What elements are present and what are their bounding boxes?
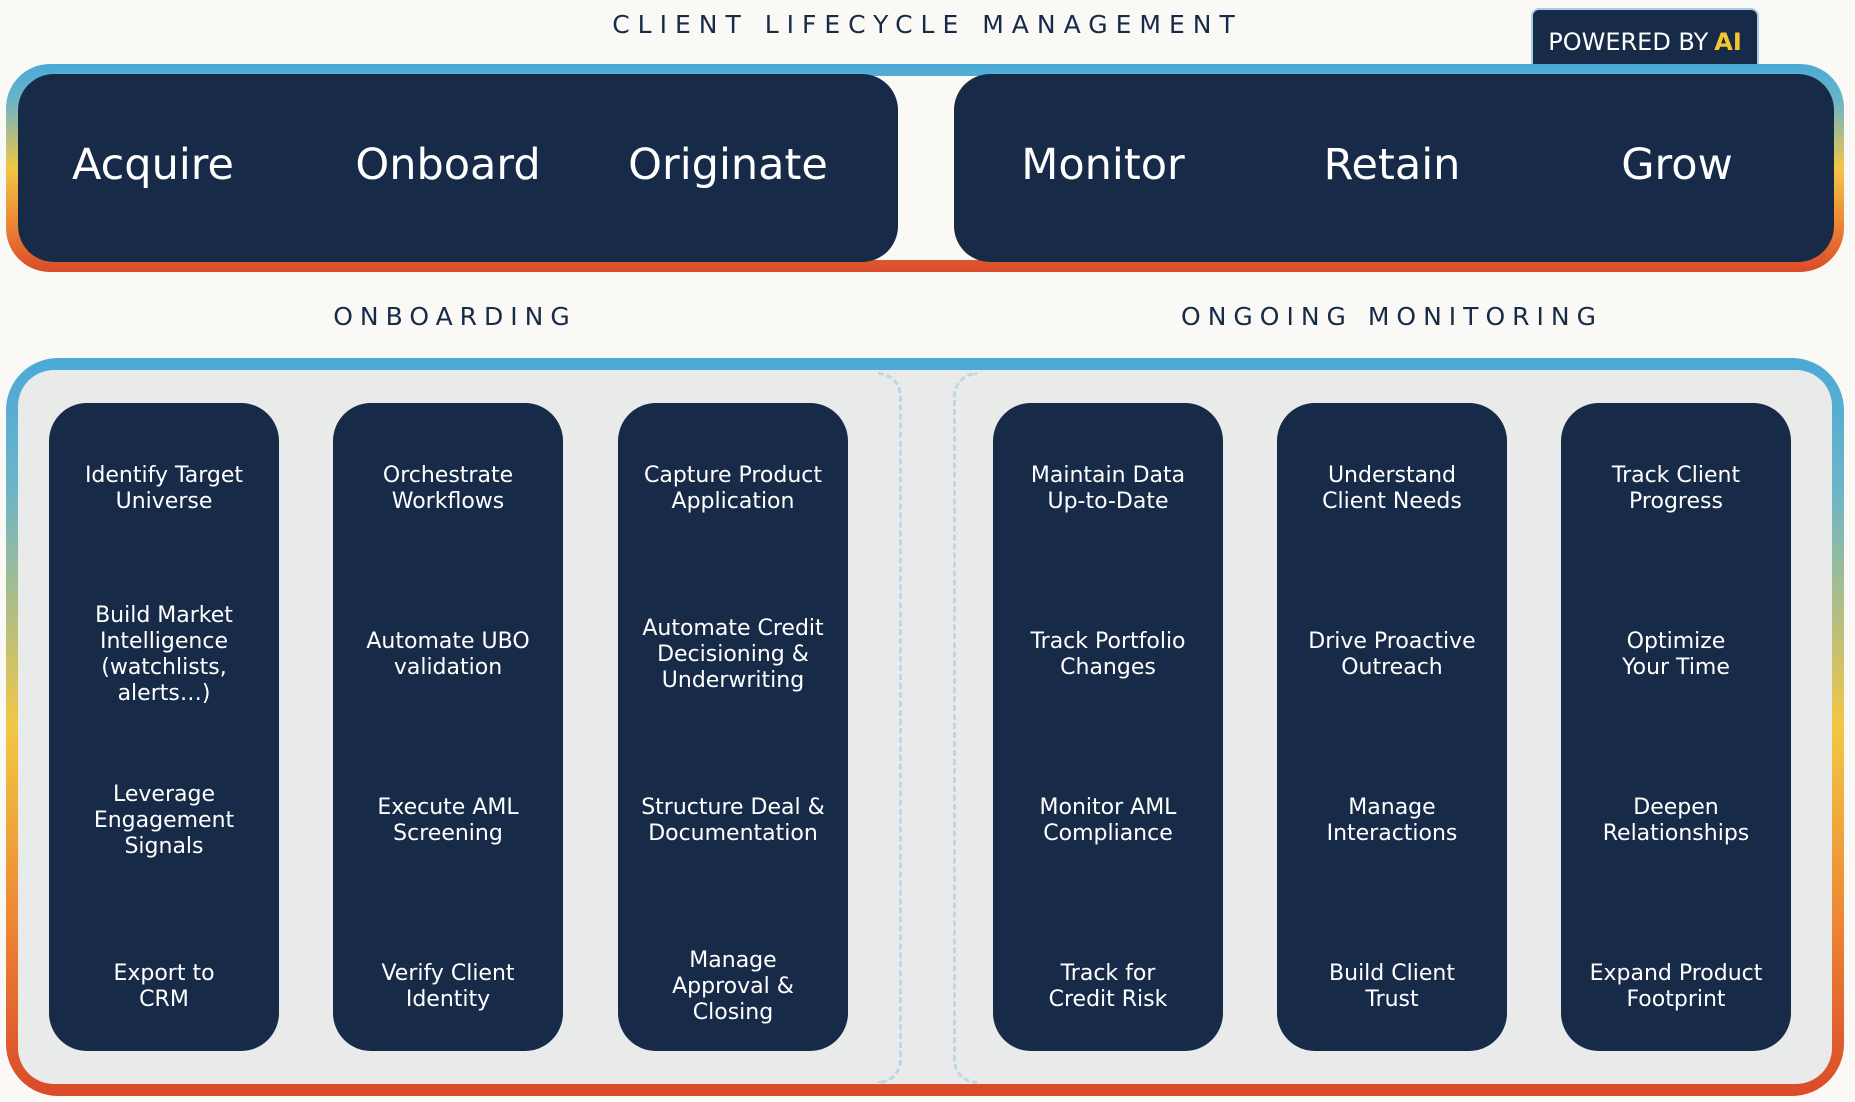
stage-monitor: Monitor: [1021, 140, 1185, 190]
stage-originate: Originate: [628, 140, 828, 190]
section-title-onboarding: ONBOARDING: [333, 302, 577, 331]
stage-onboard: Onboard: [355, 140, 541, 190]
onboarding-divider: [878, 372, 902, 1084]
monitoring-divider: [953, 372, 977, 1084]
capabilities-frame: [6, 358, 1844, 1096]
capability-item: Structure Deal &Documentation: [641, 795, 825, 846]
page-title: CLIENT LIFECYCLE MANAGEMENT: [612, 10, 1243, 39]
capabilities-panel: [18, 370, 1832, 1084]
badge-prefix: POWERED BY: [1548, 27, 1709, 56]
stage-grow: Grow: [1621, 140, 1733, 190]
stage-acquire: Acquire: [72, 140, 234, 190]
section-title-monitoring: ONGOING MONITORING: [1181, 302, 1603, 331]
monitoring-stages-box: [954, 74, 1834, 262]
badge-ai: AI: [1714, 27, 1742, 56]
stage-retain: Retain: [1323, 140, 1461, 190]
powered-by-ai-badge: POWERED BY AI: [1531, 8, 1759, 73]
onboarding-stages-box: [18, 74, 898, 262]
